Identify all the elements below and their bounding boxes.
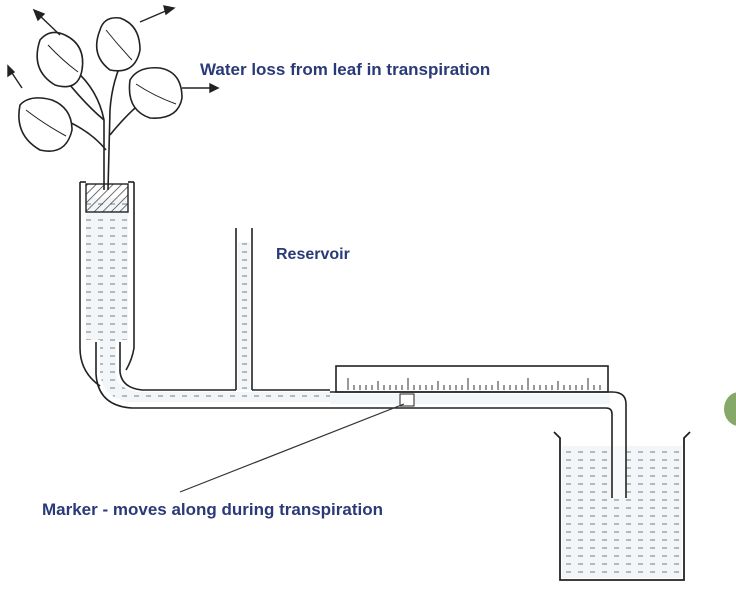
- water-loss-label: Water loss from leaf in transpiration: [200, 60, 491, 79]
- reservoir-tube: [235, 228, 253, 390]
- beaker: [553, 431, 691, 581]
- air-bubble-marker: [399, 393, 415, 407]
- leaf-left-lower: [18, 97, 73, 152]
- leaf-top-left: [36, 31, 84, 88]
- reservoir-label: Reservoir: [276, 246, 350, 263]
- water-loss-arrows: [7, 5, 220, 94]
- marker-pointer-line: [179, 403, 405, 493]
- decorative-green-dot: [724, 392, 736, 426]
- capillary-tube: [95, 340, 330, 409]
- scale-ruler: [335, 365, 609, 393]
- marker-label: Marker - moves along during transpiratio…: [42, 500, 384, 519]
- leaf-right: [128, 66, 183, 119]
- plant-tube: [79, 181, 135, 387]
- rubber-stopper: [85, 183, 129, 213]
- horizontal-tube: [330, 391, 627, 499]
- leafy-shoot: [18, 16, 183, 191]
- ruler-ticks: [347, 378, 601, 390]
